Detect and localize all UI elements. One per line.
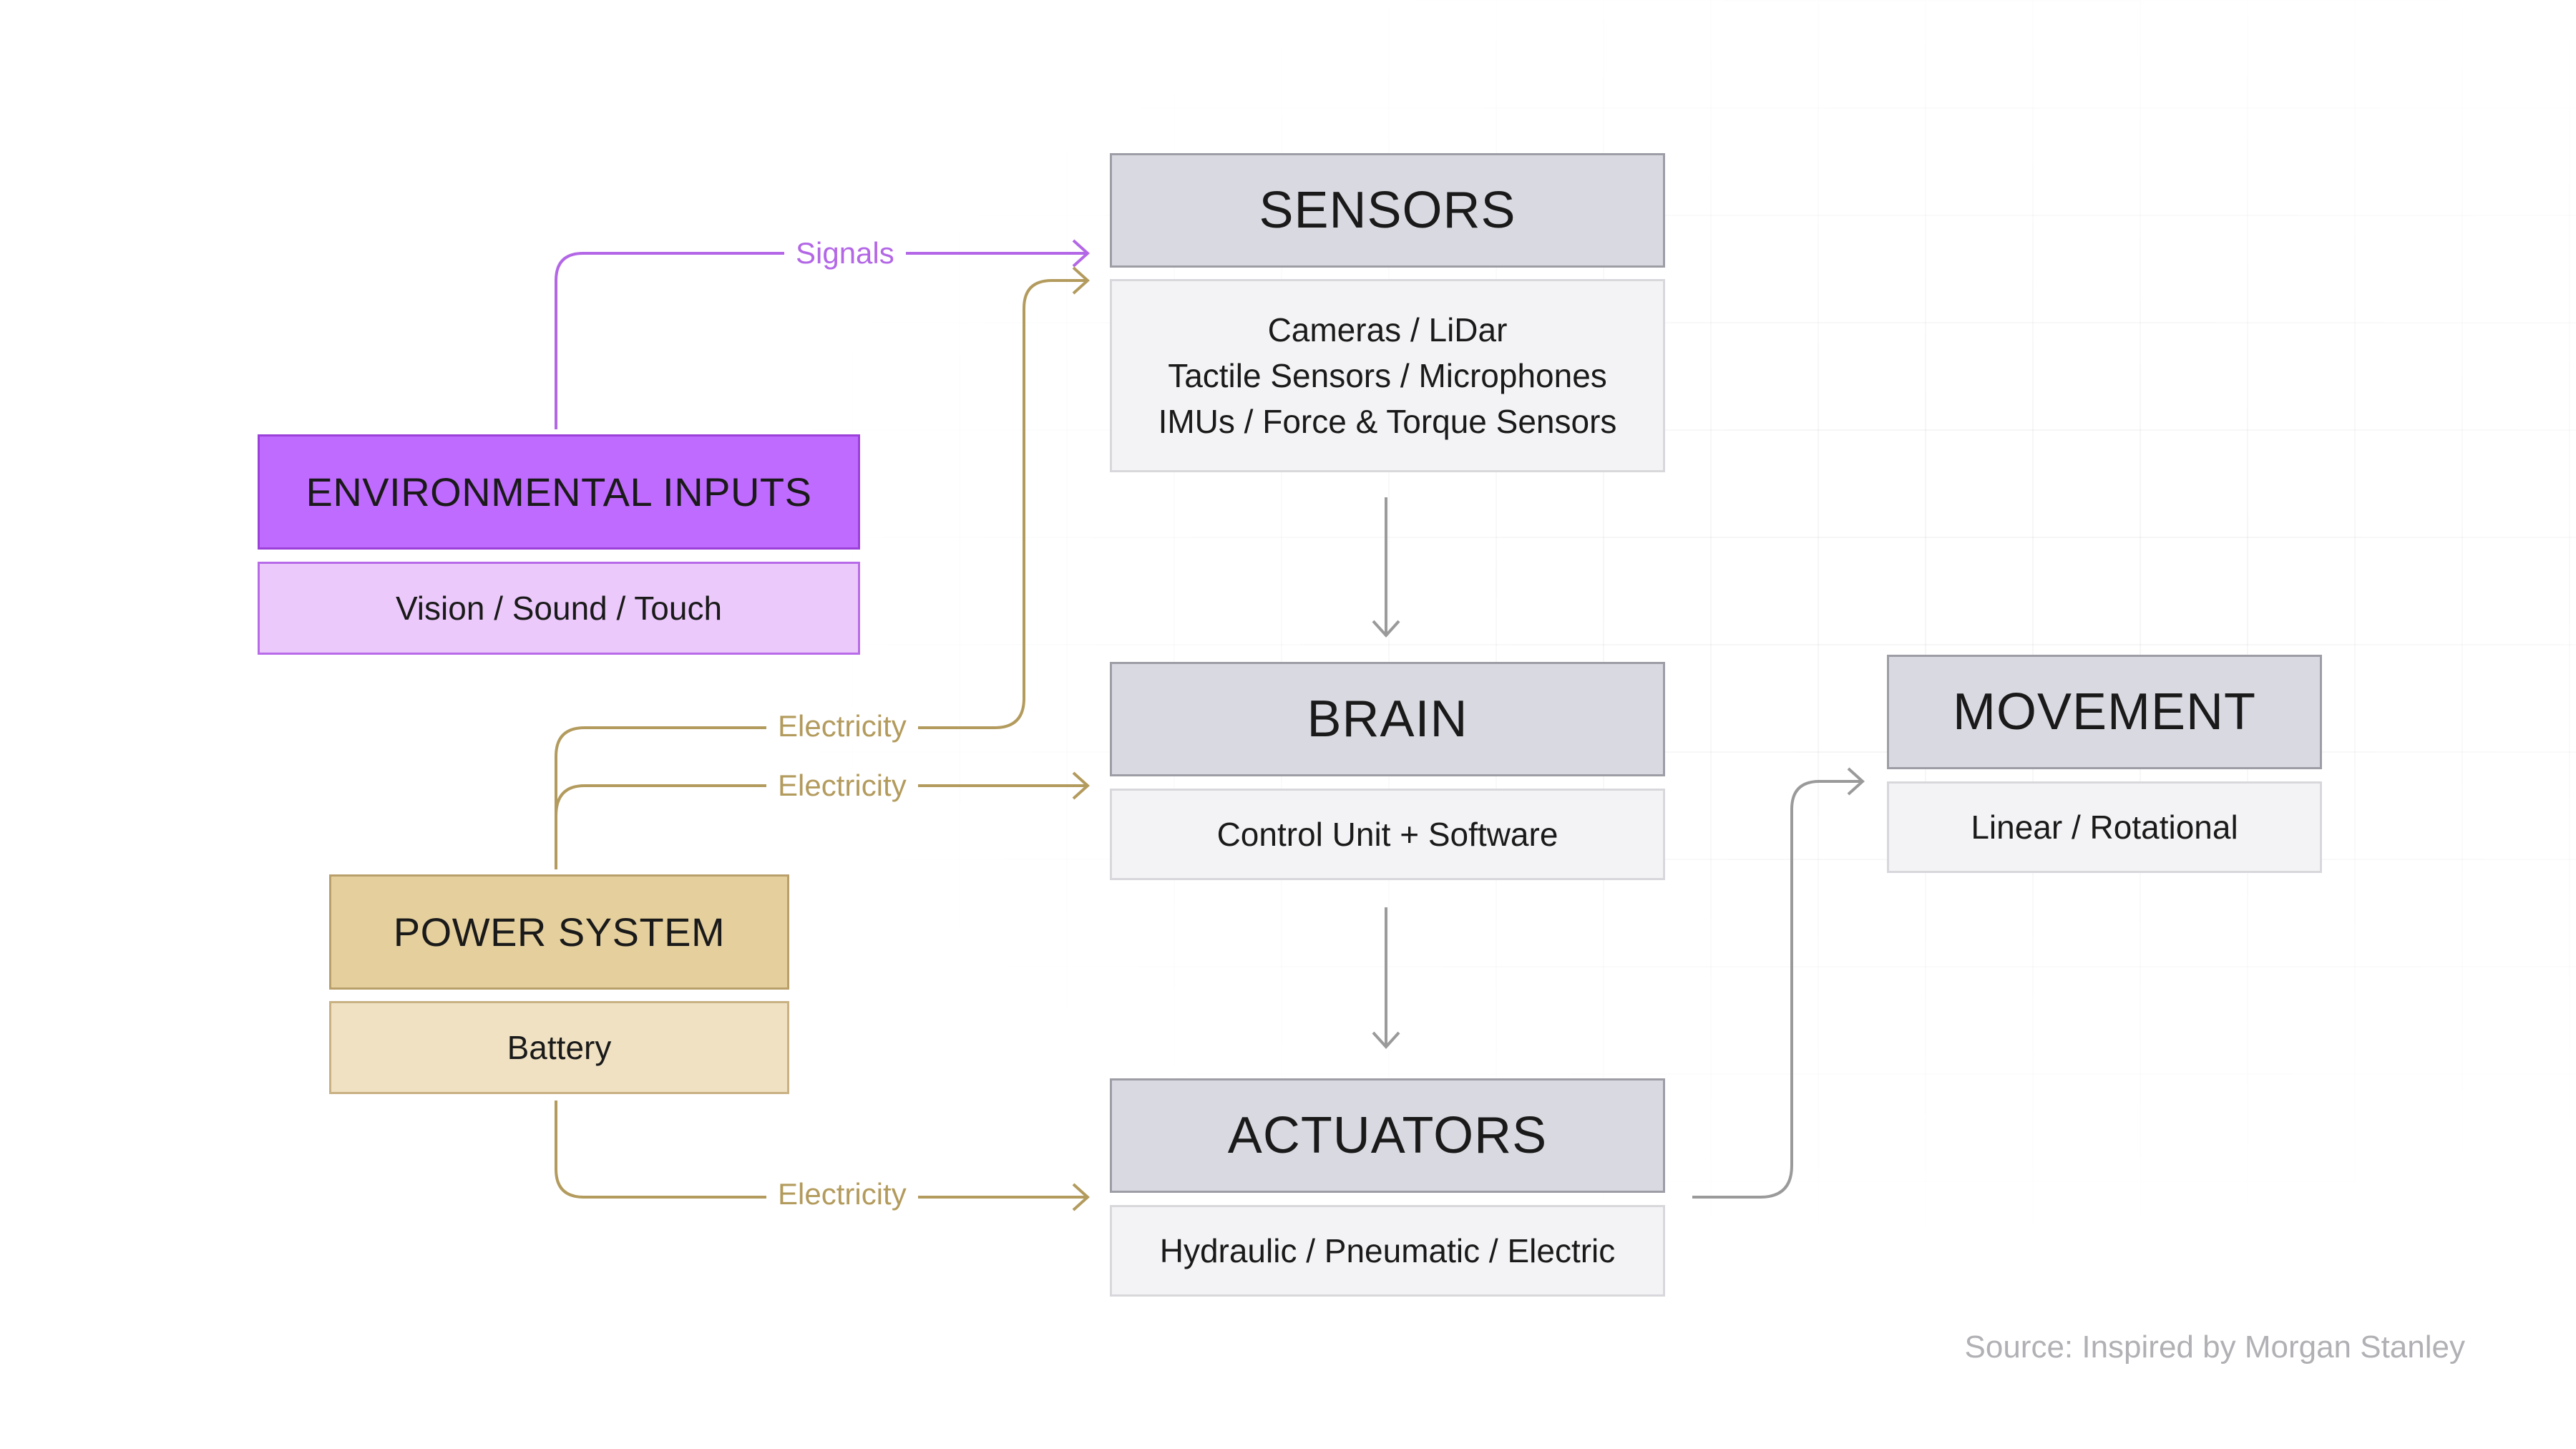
electricity-actuators-arrowhead bbox=[1072, 1183, 1090, 1211]
power-system-title: POWER SYSTEM bbox=[393, 909, 726, 955]
sensors-title: SENSORS bbox=[1259, 182, 1516, 239]
electricity-sensors-connector bbox=[555, 279, 1087, 869]
power-system-detail-line: Battery bbox=[507, 1029, 612, 1066]
brain-details: Control Unit + Software bbox=[1110, 789, 1665, 880]
sensors-detail-line: Tactile Sensors / Microphones bbox=[1168, 357, 1607, 394]
actuators-details: Hydraulic / Pneumatic / Electric bbox=[1110, 1205, 1665, 1297]
environmental-inputs-details: Vision / Sound / Touch bbox=[258, 562, 860, 655]
actuators-to-movement-arrowhead bbox=[1847, 767, 1865, 796]
environmental-inputs-detail-line: Vision / Sound / Touch bbox=[395, 590, 723, 627]
actuators-detail-line: Hydraulic / Pneumatic / Electric bbox=[1159, 1232, 1616, 1269]
electricity-actuators-label: Electricity bbox=[766, 1176, 918, 1213]
signals-connector bbox=[555, 252, 1087, 429]
power-system-header: POWER SYSTEM bbox=[329, 874, 789, 990]
actuators-to-movement-connector bbox=[1692, 780, 1862, 1199]
actuators-header: ACTUATORS bbox=[1110, 1078, 1665, 1193]
electricity-sensors-label: Electricity bbox=[766, 708, 918, 745]
movement-title: MOVEMENT bbox=[1952, 683, 2256, 741]
environmental-inputs-title: ENVIRONMENTAL INPUTS bbox=[306, 469, 812, 514]
brain-detail-line: Control Unit + Software bbox=[1216, 816, 1558, 853]
brain-title: BRAIN bbox=[1307, 691, 1468, 748]
power-system-details: Battery bbox=[329, 1001, 789, 1094]
electricity-brain-label: Electricity bbox=[766, 767, 918, 804]
brain-to-actuators-arrowhead bbox=[1372, 1031, 1400, 1049]
signals-arrowhead bbox=[1072, 239, 1090, 268]
brain-header: BRAIN bbox=[1110, 662, 1665, 776]
sensors-detail-line: Cameras / LiDar bbox=[1267, 311, 1508, 348]
sensors-header: SENSORS bbox=[1110, 153, 1665, 268]
sensors-detail-line: IMUs / Force & Torque Sensors bbox=[1158, 403, 1617, 440]
movement-details: Linear / Rotational bbox=[1887, 781, 2322, 873]
movement-header: MOVEMENT bbox=[1887, 655, 2322, 769]
source-note: Source: Inspired by Morgan Stanley bbox=[1964, 1330, 2466, 1365]
electricity-brain-arrowhead bbox=[1072, 771, 1090, 800]
electricity-sensors-arrowhead bbox=[1072, 266, 1090, 295]
movement-detail-line: Linear / Rotational bbox=[1971, 809, 2238, 846]
sensors-details: Cameras / LiDar Tactile Sensors / Microp… bbox=[1110, 279, 1665, 472]
signals-label: Signals bbox=[784, 235, 906, 272]
sensors-to-brain-arrowhead bbox=[1372, 620, 1400, 638]
actuators-title: ACTUATORS bbox=[1227, 1107, 1548, 1164]
electricity-actuators-connector bbox=[555, 1101, 1087, 1199]
electricity-brain-connector bbox=[555, 784, 1087, 816]
environmental-inputs-header: ENVIRONMENTAL INPUTS bbox=[258, 434, 860, 550]
